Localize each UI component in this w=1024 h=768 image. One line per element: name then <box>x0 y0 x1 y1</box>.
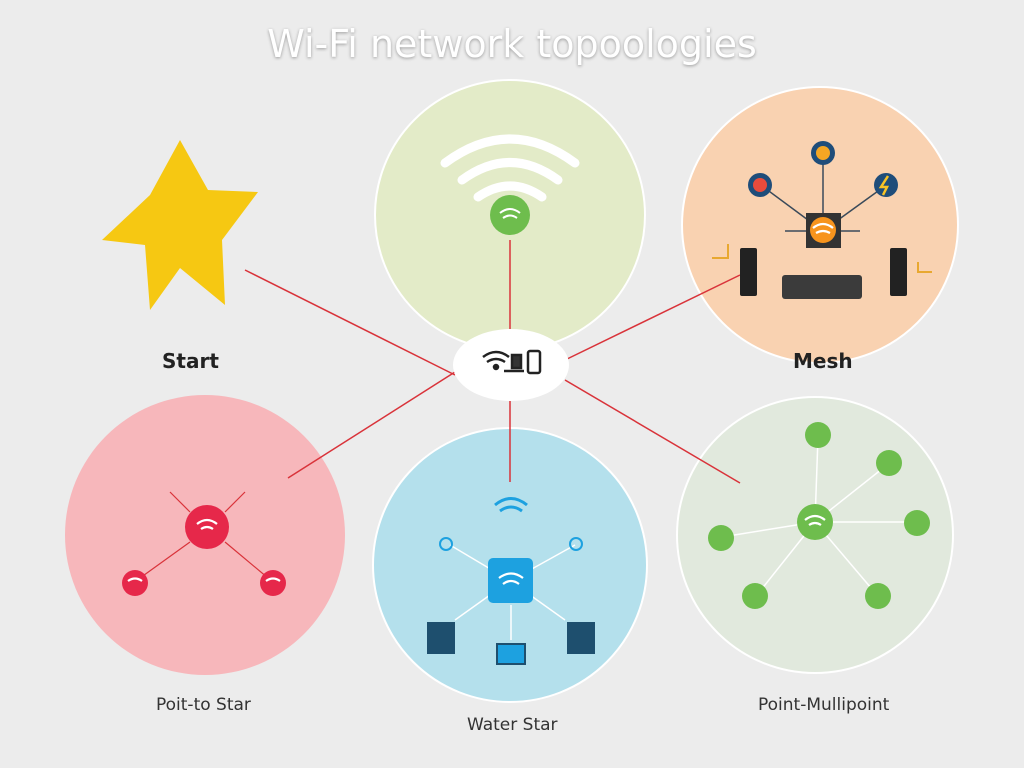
mesh-network-icon <box>712 141 932 299</box>
label-point-multipoint: Point-Mullipoint <box>758 695 890 715</box>
label-start: Start <box>162 349 219 373</box>
star-icon <box>102 140 258 310</box>
devices-icon <box>482 349 542 375</box>
links <box>244 240 741 484</box>
diagram-title: Wi-Fi network topoologies <box>267 22 757 66</box>
wifi-icon <box>440 134 580 202</box>
label-point-to-star: Poit-to Star <box>156 695 251 715</box>
point-to-star-icon <box>139 491 269 579</box>
label-water-star: Water Star <box>467 715 558 735</box>
label-mesh: Mesh <box>793 349 853 373</box>
water-star-icon <box>449 544 576 640</box>
